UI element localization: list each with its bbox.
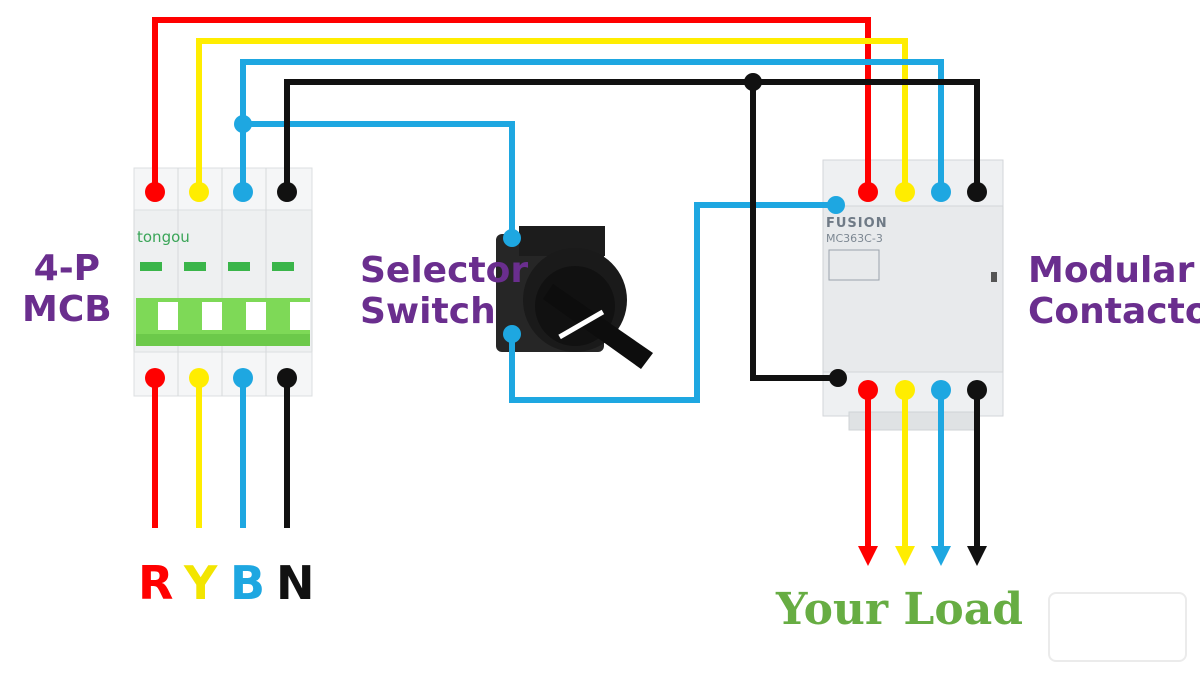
load-label: Your Load [776, 584, 1023, 635]
phase-label-b: B [230, 556, 266, 610]
contactor-label-line1: Modular [1028, 250, 1195, 291]
wire-black-to-coil [750, 82, 838, 381]
contactor-label: Modular Contactor [1028, 250, 1200, 333]
phase-label-y: Y [184, 556, 218, 610]
wire-blue-switch-to-contactor [509, 202, 836, 403]
selector-switch-device [496, 226, 653, 369]
wire-blue-to-switch [243, 121, 515, 238]
contactor-label-line2: Contactor [1028, 291, 1200, 333]
contactor-model-text: MC363C-3 [826, 232, 883, 245]
terminal-dots [145, 73, 987, 400]
wire-black-top [284, 79, 980, 192]
mcb-brand-text: tongou [137, 228, 190, 246]
mcb-device [133, 167, 313, 397]
mcb-label: 4-P MCB [22, 248, 112, 331]
selector-switch-label: Selector Switch [360, 250, 528, 333]
selector-label-line1: Selector [360, 250, 529, 291]
mcb-label-line2: MCB [22, 289, 112, 331]
phase-label-r: R [138, 556, 174, 610]
selector-label-line2: Switch [360, 291, 496, 333]
wire-yellow-top [196, 38, 908, 192]
mcb-label-line1: 4-P [33, 248, 101, 289]
wire-red-top [152, 17, 871, 192]
phase-label-n: N [276, 556, 315, 610]
load-arrows [858, 390, 987, 566]
watermark-logo [1048, 592, 1187, 662]
contactor-brand-text: FUSION [826, 216, 888, 231]
